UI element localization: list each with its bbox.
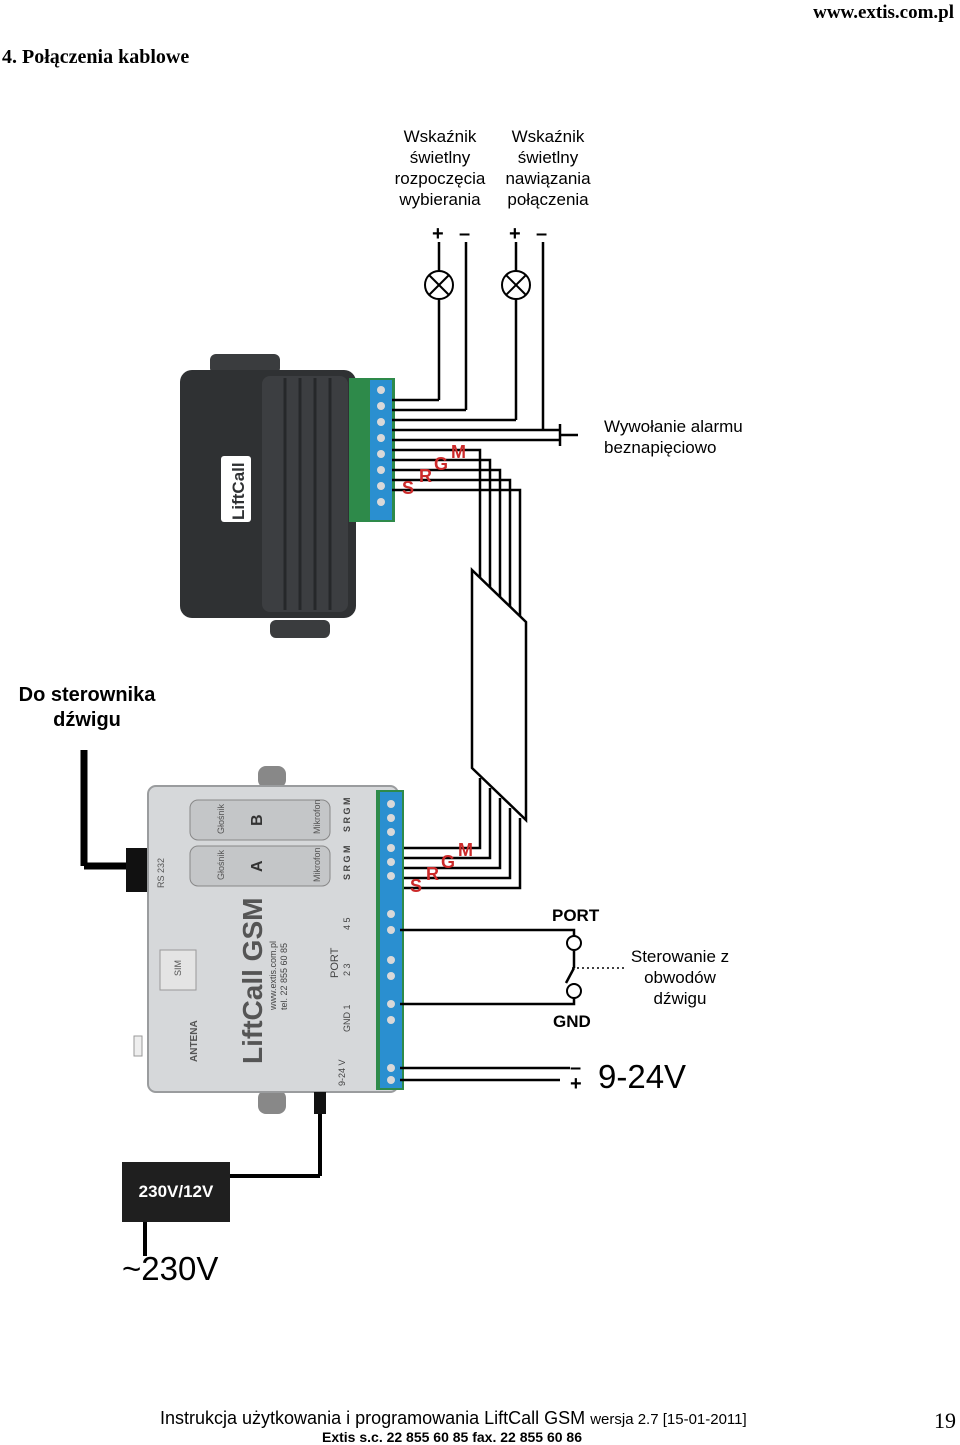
- port-terminal: [566, 935, 582, 951]
- voltage-dc-label: 9-24V: [598, 1058, 687, 1095]
- footer-company: Extis s.c. 22 855 60 85 fax. 22 855 60 8…: [322, 1429, 582, 1445]
- mikrofon-a-label: Mikrofon: [312, 847, 322, 882]
- main-unit: RS 232 SIM ANTENA Głośnik Głośnik B A Mi…: [133, 766, 404, 1114]
- gnd-terminal: [566, 983, 582, 999]
- main-unit-power-label: 9-24 V: [337, 1059, 347, 1086]
- antena-label: ANTENA: [189, 1020, 200, 1062]
- main-unit-gnd1-label: GND 1: [342, 1004, 352, 1032]
- srgm-top-r: R: [419, 466, 432, 486]
- dc-minus-sign: –: [570, 1057, 581, 1079]
- main-unit-brand: LiftCall GSM: [237, 898, 268, 1064]
- srgm-bottom-m: M: [458, 840, 473, 860]
- port-label: PORT: [552, 906, 600, 925]
- header-url: www.extis.com.pl: [813, 2, 954, 23]
- indicator-dialing-label: Wskaźnik świetlny rozpoczęcia wybierania: [394, 127, 486, 209]
- dc-plus-sign: +: [570, 1073, 582, 1095]
- section-title: 4. Połączenia kablowe: [2, 46, 190, 68]
- sim-label: SIM: [173, 960, 183, 976]
- antenna: [80, 750, 148, 892]
- plus-sign-1: +: [432, 223, 444, 245]
- minus-sign-2: –: [536, 223, 547, 245]
- srgm-top-s: S: [402, 478, 414, 498]
- page-number: 19: [934, 1408, 956, 1433]
- footer-manual-line: Instrukcja użytkowania i programowania L…: [160, 1408, 747, 1429]
- indicator-lamp-connection: [501, 270, 531, 300]
- alarm-call-label: Wywołanie alarmu beznapięciowo: [604, 417, 743, 457]
- srgm-b-label: S R G M: [342, 797, 352, 832]
- dc-polarity-signs: – +: [570, 1057, 582, 1095]
- main-unit-port-nums2: 4 5: [342, 917, 352, 930]
- speaker-unit: LiftCall: [180, 354, 395, 638]
- srgm-top-g: G: [434, 454, 448, 474]
- srgm-bottom-letters: S R G M: [410, 840, 473, 896]
- footer-version: wersja 2.7 [15-01-2011]: [590, 1411, 747, 1428]
- speaker-unit-logo: LiftCall: [229, 462, 248, 520]
- srgm-a-label: S R G M: [342, 845, 352, 880]
- rs232-label: RS 232: [156, 858, 166, 888]
- plus-sign-2: +: [509, 223, 521, 245]
- main-unit-port-nums: 2 3: [342, 963, 352, 976]
- srgm-top-m: M: [451, 442, 466, 462]
- srgm-top-letters: S R G M: [402, 442, 466, 498]
- mikrofon-b-label: Mikrofon: [312, 799, 322, 834]
- gnd-label: GND: [553, 1012, 591, 1031]
- power-adapter: [122, 1092, 326, 1256]
- main-unit-phone: tel. 22 855 60 85: [279, 943, 289, 1010]
- glosnik-b-label: Głośnik: [216, 803, 226, 834]
- main-unit-port-label: PORT: [329, 947, 341, 978]
- bundle-wires-bottom: [396, 778, 522, 890]
- lift-controller-label: Do sterownika dźwigu: [18, 684, 156, 731]
- speaker-unit-wires: [392, 398, 578, 618]
- lift-circuit-control-label: Sterowanie z obwodów dźwigu: [630, 947, 730, 1008]
- srgm-bottom-r: R: [426, 864, 439, 884]
- glosnik-a-label: Głośnik: [216, 849, 226, 880]
- indicator-connection-label: Wskaźnik świetlny nawiązania połączenia: [505, 127, 591, 209]
- srgm-bottom-g: G: [441, 852, 455, 872]
- channel-a-label: A: [249, 860, 266, 872]
- mains-label: ~230V: [122, 1250, 219, 1287]
- port-wires: [400, 928, 576, 1082]
- indicator-lamp-dialing: [424, 270, 454, 300]
- footer-manual: Instrukcja użytkowania i programowania L…: [160, 1408, 586, 1428]
- channel-b-label: B: [249, 814, 266, 826]
- transformer-label: 230V/12V: [138, 1182, 214, 1201]
- srgm-bottom-s: S: [410, 876, 422, 896]
- lamp-wires: [437, 242, 545, 430]
- minus-sign-1: –: [459, 223, 470, 245]
- cable-bundle: [470, 567, 528, 823]
- lamp-polarity-signs: + – + –: [432, 223, 547, 245]
- main-unit-website: www.extis.com.pl: [268, 941, 278, 1011]
